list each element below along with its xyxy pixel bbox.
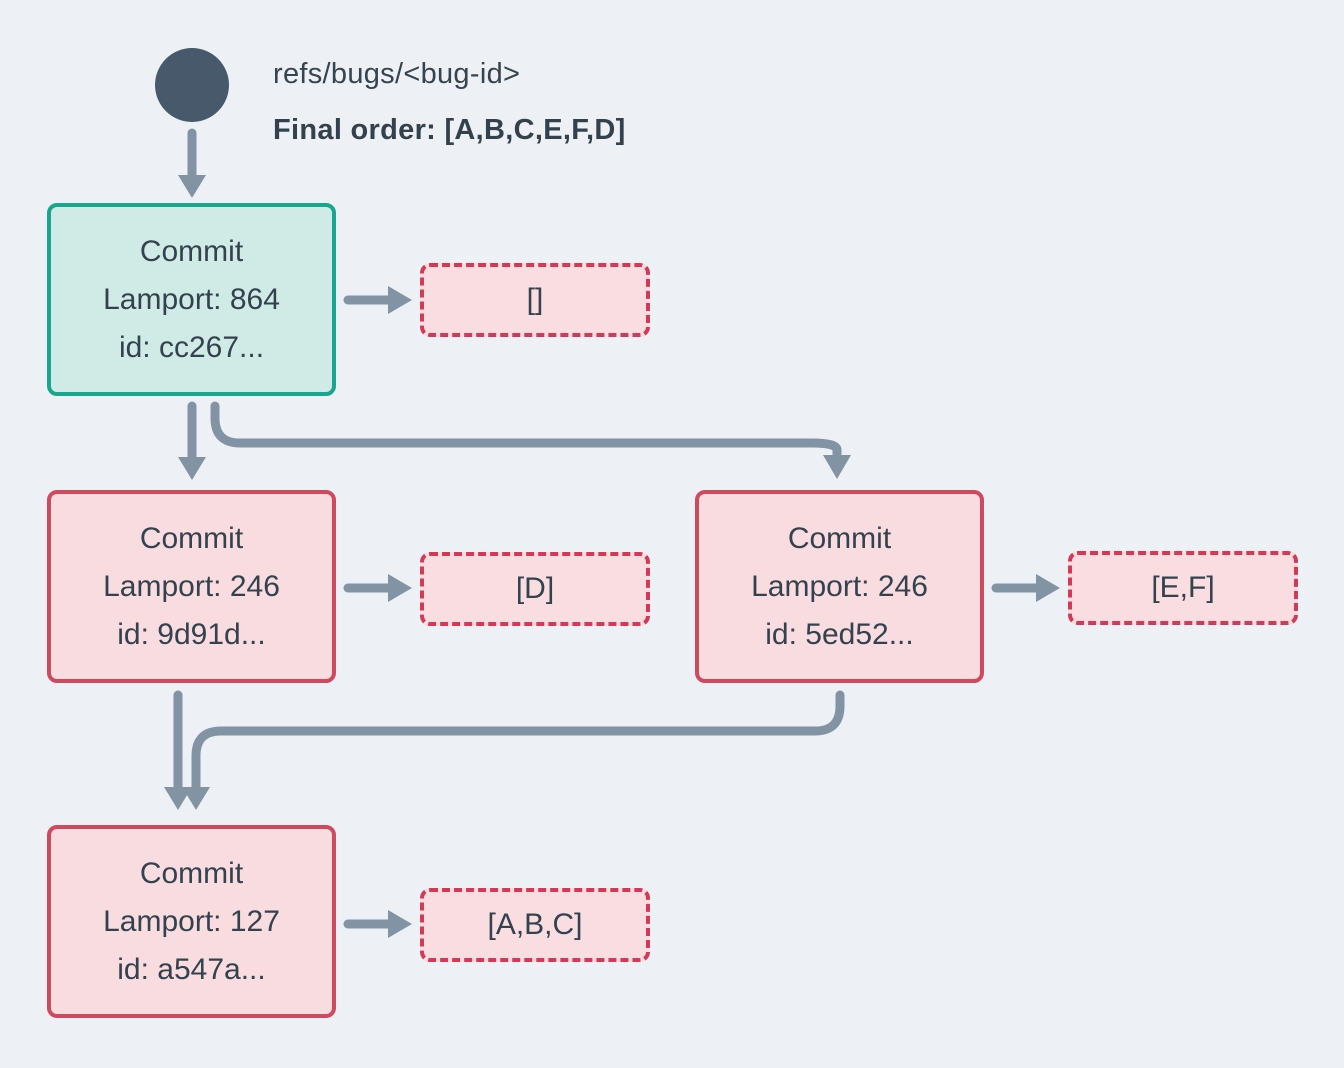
- commit-lamport: Lamport: 246: [103, 569, 280, 603]
- commit-title: Commit: [787, 521, 892, 555]
- arrow-head-to-left-child: [178, 401, 206, 480]
- commit-node-left-child: Commit Lamport: 246 id: 9d91d...: [47, 490, 336, 683]
- commit-id: id: cc267...: [118, 330, 265, 364]
- commit-node-right-child: Commit Lamport: 246 id: 5ed52...: [695, 490, 984, 683]
- commit-node-root: Commit Lamport: 127 id: a547a...: [47, 825, 336, 1018]
- arrow-head-to-right-child: [210, 401, 851, 479]
- arrow-right-child-to-ops: [991, 574, 1060, 602]
- arrow-root-commit-to-ops: [343, 910, 412, 938]
- commit-title: Commit: [139, 521, 244, 555]
- commit-id: id: 5ed52...: [765, 617, 914, 651]
- arrow-right-child-to-root: [182, 690, 845, 810]
- commit-id: id: a547a...: [117, 952, 266, 986]
- commit-lamport: Lamport: 246: [751, 569, 928, 603]
- ops-box-head: []: [420, 263, 650, 337]
- commit-node-head: Commit Lamport: 864 id: cc267...: [47, 203, 336, 396]
- commit-title: Commit: [139, 856, 244, 890]
- ops-box-left-child: [D]: [420, 552, 650, 626]
- arrow-head-commit-to-ops: [343, 286, 412, 314]
- arrow-left-child-to-root: [164, 690, 192, 810]
- commit-id: id: 9d91d...: [117, 617, 266, 651]
- commit-title: Commit: [139, 234, 244, 268]
- commit-lamport: Lamport: 127: [103, 904, 280, 938]
- arrow-ref-to-head-commit: [178, 128, 206, 198]
- ops-box-root: [A,B,C]: [420, 888, 650, 962]
- arrow-left-child-to-ops: [343, 574, 412, 602]
- final-order-label: Final order: [A,B,C,E,F,D]: [273, 114, 626, 146]
- branch-ref-label: refs/bugs/<bug-id>: [273, 58, 521, 90]
- commit-lamport: Lamport: 864: [103, 282, 280, 316]
- branch-ref-circle: [155, 48, 229, 122]
- ops-box-right-child: [E,F]: [1068, 551, 1298, 625]
